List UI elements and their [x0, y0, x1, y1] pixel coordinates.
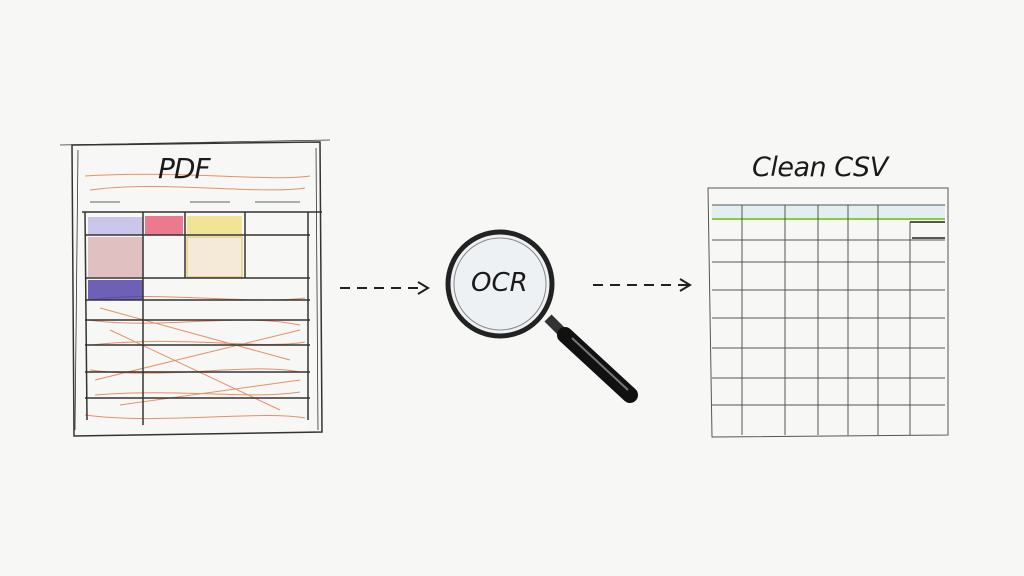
csv-table: [707, 187, 949, 438]
ocr-label: OCR: [471, 268, 528, 298]
arrow-ocr-to-csv: [593, 278, 692, 292]
pdf-document: [59, 139, 331, 437]
arrow-pdf-to-ocr: [340, 281, 430, 295]
magnifying-glass-icon: [445, 229, 638, 403]
pdf-label: PDF: [158, 152, 211, 185]
csv-label: Clean CSV: [752, 152, 888, 183]
pdf-scribbles: [84, 173, 311, 420]
